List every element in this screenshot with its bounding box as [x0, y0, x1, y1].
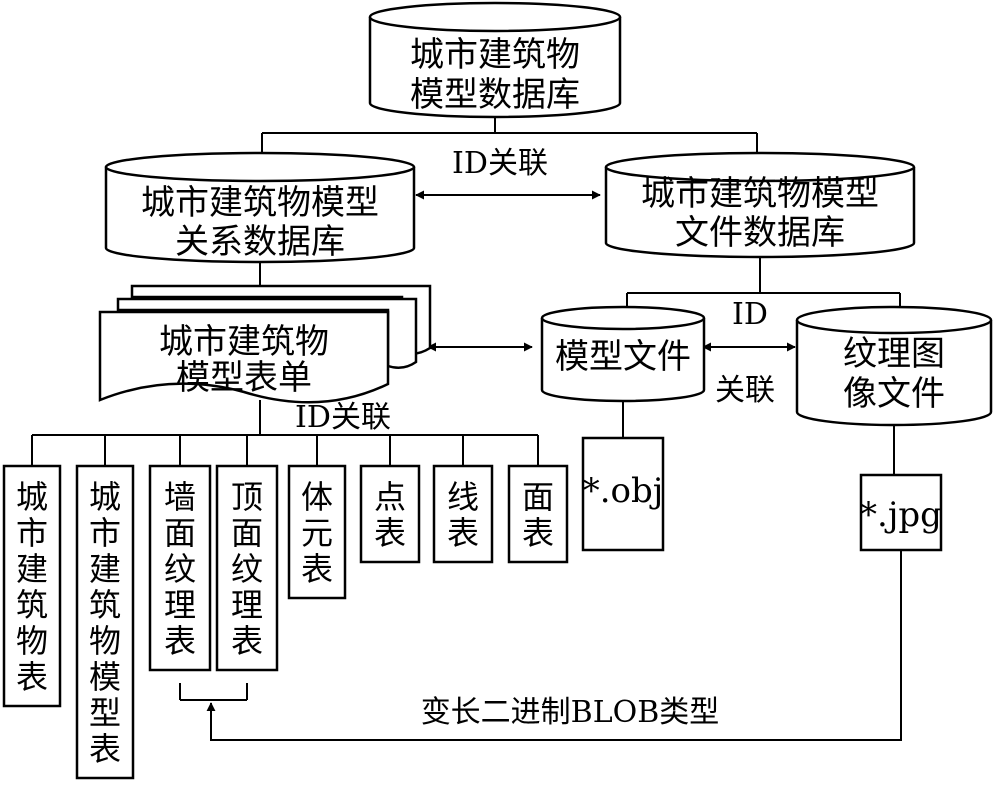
table-box-6: [359, 464, 421, 564]
table-5-char-3: 表: [301, 550, 333, 588]
obj-file-box: [581, 436, 665, 552]
table-2-char-6: 模: [89, 658, 121, 696]
top-database: 城市建筑物 模型数据库: [368, 1, 622, 119]
table-box-4: [215, 464, 279, 672]
table-5-char-1: 体: [301, 478, 333, 516]
table-3-char-2: 面: [164, 514, 196, 552]
table-1-char-6: 表: [16, 658, 48, 696]
file-relation-label: 关联: [715, 373, 775, 408]
model-form-line-2: 模型表单: [176, 358, 312, 398]
table-3-char-5: 表: [164, 622, 196, 660]
table-7-char-1: 线: [447, 478, 479, 516]
table-1-char-4: 筑: [16, 586, 48, 624]
table-box-5: [287, 464, 347, 600]
table-3-char-1: 墙: [164, 478, 196, 516]
file-database: 城市建筑物模型 文件数据库: [604, 151, 916, 259]
jpg-file-label: *.jpg: [860, 495, 942, 535]
table-1-char-5: 物: [16, 622, 48, 660]
file-database-line-1: 城市建筑物模型: [641, 174, 879, 214]
table-box-2: [75, 464, 135, 780]
table-4-char-2: 面: [231, 514, 263, 552]
table-8-char-2: 表: [522, 514, 554, 552]
table-4-char-1: 顶: [231, 478, 263, 516]
table-8-char-1: 面: [522, 478, 554, 516]
top-database-line-2: 模型数据库: [410, 75, 580, 115]
table-4-char-5: 表: [231, 622, 263, 660]
obj-file-label: *.obj: [583, 471, 664, 511]
top-database-line-1: 城市建筑物: [410, 35, 580, 75]
table-5-char-2: 元: [301, 514, 333, 552]
table-1-char-2: 市: [16, 514, 48, 552]
table-7-char-2: 表: [447, 514, 479, 552]
table-6-char-1: 点: [374, 478, 406, 516]
table-6-char-2: 表: [374, 514, 406, 552]
texture-image-file: 纹理图 像文件: [795, 305, 993, 427]
relational-database: 城市建筑物模型 关系数据库: [104, 151, 416, 264]
model-form-stack: 城市建筑物 模型表单: [98, 284, 432, 404]
table-4-char-4: 理: [231, 586, 263, 624]
table-2-char-2: 市: [89, 514, 121, 552]
blob-arrow: [206, 551, 902, 741]
table-box-7: [432, 464, 494, 564]
table-box-1: [2, 464, 62, 708]
model-file-label: 模型文件: [555, 337, 691, 377]
table-4-char-3: 纹: [231, 550, 263, 588]
table-2-char-4: 筑: [89, 586, 121, 624]
top-id-relation-label: ID关联: [452, 146, 548, 181]
file-id-label: ID: [732, 297, 768, 332]
table-1-char-3: 建: [16, 550, 48, 588]
relation-arrows: [206, 190, 902, 741]
table-2-char-3: 建: [89, 550, 121, 588]
table-2-char-8: 表: [89, 730, 121, 768]
relational-database-line-2: 关系数据库: [175, 222, 345, 262]
model-form-line-1: 城市建筑物: [159, 322, 329, 362]
table-2-char-1: 城: [89, 478, 121, 516]
table-box-8: [507, 464, 569, 564]
table-box-3: [148, 464, 212, 672]
model-file: 模型文件: [540, 305, 706, 403]
table-1-char-1: 城: [16, 478, 48, 516]
forms-id-relation-label: ID关联: [295, 400, 391, 435]
relational-database-line-1: 城市建筑物模型: [141, 183, 379, 223]
table-2-char-5: 物: [89, 622, 121, 660]
texture-image-file-line-1: 纹理图: [843, 334, 945, 374]
texture-image-file-line-2: 像文件: [843, 374, 945, 414]
blob-type-label: 变长二进制BLOB类型: [421, 695, 720, 730]
model-form: [98, 310, 390, 404]
table-3-char-3: 纹: [164, 550, 196, 588]
file-database-line-2: 文件数据库: [675, 213, 845, 253]
table-3-char-4: 理: [164, 586, 196, 624]
connectors: [31, 117, 901, 701]
jpg-file-box: [859, 473, 943, 552]
table-2-char-7: 型: [89, 694, 121, 732]
